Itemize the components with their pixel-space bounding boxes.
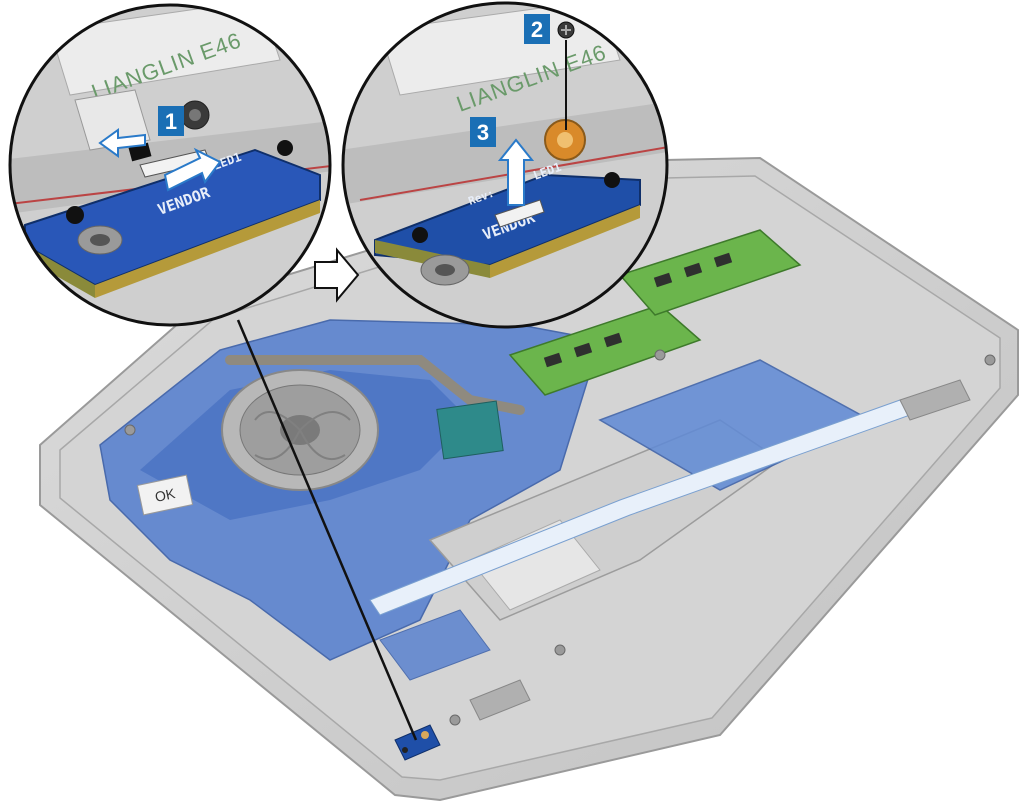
step-1-badge: 1 xyxy=(158,106,184,136)
memory-modules xyxy=(508,229,802,396)
step-2-number: 2 xyxy=(531,17,543,42)
callout-border xyxy=(341,1,669,329)
leader-line xyxy=(236,319,418,741)
disconnect-arrow-icon xyxy=(98,128,222,192)
cpu-chip xyxy=(436,400,504,460)
lift-arrow-icon xyxy=(497,138,535,206)
callout-disconnect: LIANGLIN E46 VENDOR LED1 xyxy=(8,3,332,327)
callout-border xyxy=(8,3,332,327)
laptop-base: OK xyxy=(39,156,1019,802)
led-board-installed xyxy=(394,724,441,761)
sticker-label: OK xyxy=(153,485,177,505)
step-3-badge: 3 xyxy=(470,117,496,147)
direction-arrow-icon xyxy=(314,247,360,303)
callout-remove-board: LIANGLIN E46 VENDOR LED1 Rev: xyxy=(341,1,669,329)
ok-sticker: OK xyxy=(136,474,194,516)
cooling-fan xyxy=(221,369,379,491)
screw-icon xyxy=(557,21,575,130)
step-2-badge: 2 xyxy=(524,14,550,44)
step-3-number: 3 xyxy=(477,120,489,145)
step-1-number: 1 xyxy=(165,109,177,134)
